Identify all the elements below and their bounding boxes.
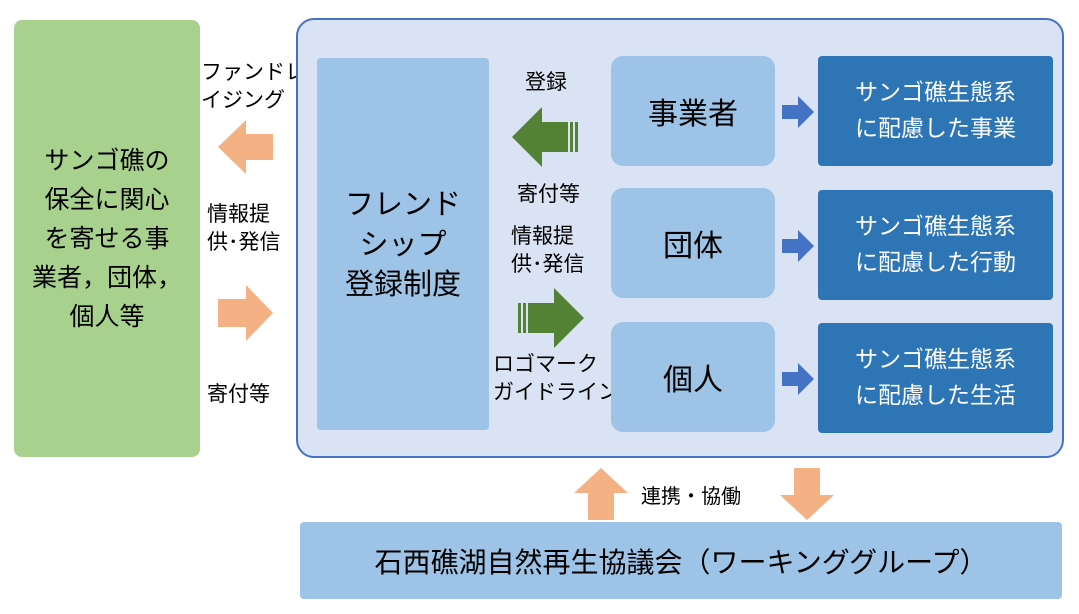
actor-individual: 個人 [611,322,775,432]
stakeholders-box: サンゴ礁の 保全に関心 を寄せる事 業者，団体， 個人等 [14,20,200,457]
friendship-registration-box: フレンド シップ 登録制度 [317,58,489,430]
mid-info-label: 情報提 供･発信 [511,224,585,276]
fundraising-label: ファンドレ イジング [201,60,306,112]
mid-donation-label: 寄付等 [517,182,580,206]
green-arrow-left [512,107,578,167]
left-info-label: 情報提 供･発信 [207,202,281,254]
orange-arrow-left [218,120,273,174]
actor-group: 団体 [611,188,775,298]
logo-guideline-label: ロゴマーク ガイドライン [493,352,619,404]
blue-arrow-2 [782,230,814,262]
blue-arrow-1 [782,96,814,128]
blue-arrow-3 [782,363,814,395]
friendship-registration-title: フレンド シップ 登録制度 [344,187,461,301]
council-name: 石西礁湖自然再生協議会（ワーキンググループ） [374,545,988,579]
stakeholders-text: サンゴ礁の 保全に関心 を寄せる事 業者，団体， 個人等 [31,146,182,331]
left-donation-label: 寄付等 [207,382,270,406]
orange-arrow-right [218,285,273,341]
result-group: サンゴ礁生態系 に配慮した行動 [818,190,1053,300]
result-individual: サンゴ礁生態系 に配慮した生活 [818,323,1053,433]
register-label: 登録 [525,70,567,94]
orange-arrow-up [574,468,628,520]
orange-arrow-down [780,468,834,520]
council-box: 石西礁湖自然再生協議会（ワーキンググループ） [300,522,1062,599]
actor-business: 事業者 [611,56,775,166]
cooperation-label: 連携・協働 [641,484,741,508]
green-arrow-right [518,288,584,348]
result-business: サンゴ礁生態系 に配慮した事業 [818,56,1053,166]
